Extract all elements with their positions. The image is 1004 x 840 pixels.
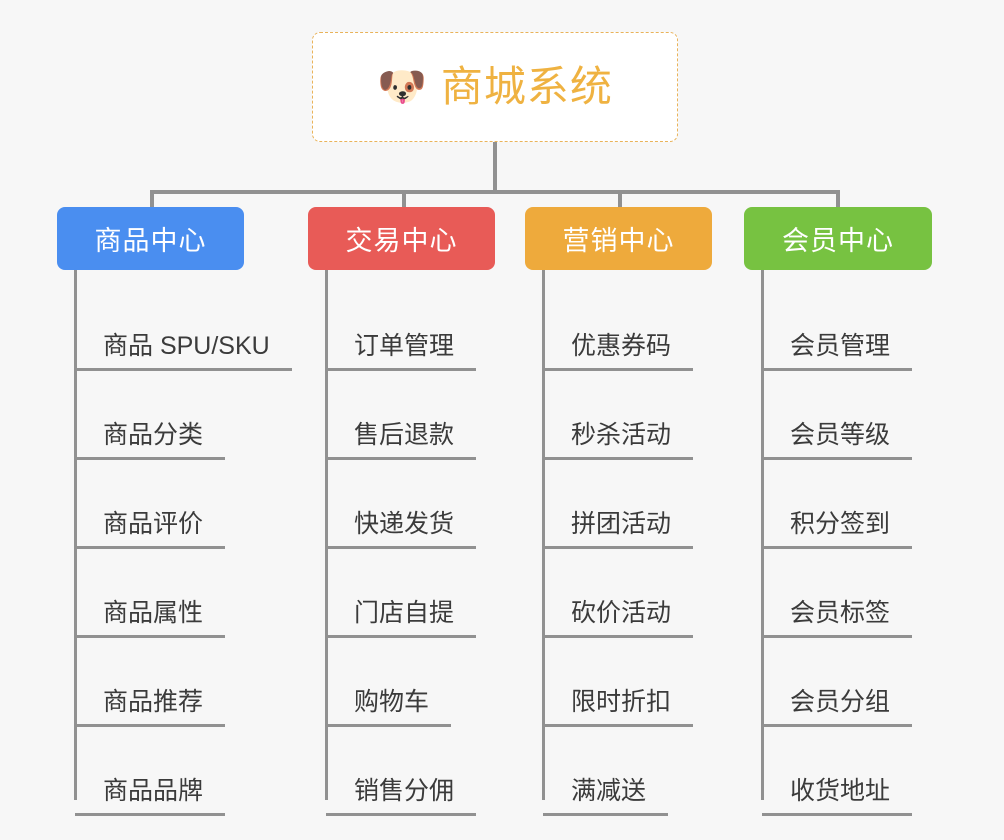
leaf-label: 限时折扣: [543, 688, 694, 727]
leaf-item[interactable]: 商品 SPU/SKU: [57, 282, 292, 371]
leaf-label: 购物车: [326, 688, 452, 727]
leaf-item[interactable]: 门店自提: [308, 549, 495, 638]
root-node[interactable]: 🐶 商城系统: [312, 32, 678, 142]
leaf-label: 秒杀活动: [543, 421, 694, 460]
leaf-item[interactable]: 销售分佣: [308, 727, 495, 816]
leaf-item[interactable]: 限时折扣: [525, 638, 712, 727]
category-column-3: 营销中心 优惠券码 秒杀活动 拼团活动 砍价活动 限时折扣 满减送: [525, 207, 712, 816]
leaf-item[interactable]: 商品推荐: [57, 638, 292, 727]
leaf-item[interactable]: 商品分类: [57, 371, 292, 460]
leaf-label: 商品品牌: [75, 777, 226, 816]
leaf-label: 商品分类: [75, 421, 226, 460]
leaf-list-1: 商品 SPU/SKU 商品分类 商品评价 商品属性 商品推荐 商品品牌: [57, 270, 292, 816]
leaf-label: 商品 SPU/SKU: [75, 332, 292, 371]
category-header-3[interactable]: 营销中心: [525, 207, 712, 270]
leaf-list-4: 会员管理 会员等级 积分签到 会员标签 会员分组 收货地址: [744, 270, 932, 816]
connector-horizontal-bar: [150, 190, 840, 194]
leaf-item[interactable]: 砍价活动: [525, 549, 712, 638]
category-column-4: 会员中心 会员管理 会员等级 积分签到 会员标签 会员分组 收货地址: [744, 207, 932, 816]
leaf-label: 砍价活动: [543, 599, 694, 638]
leaf-label: 门店自提: [326, 599, 477, 638]
leaf-label: 快递发货: [326, 510, 477, 549]
leaf-label: 销售分佣: [326, 777, 477, 816]
leaf-item[interactable]: 秒杀活动: [525, 371, 712, 460]
leaf-item[interactable]: 商品评价: [57, 460, 292, 549]
leaf-spine-3: [542, 270, 545, 800]
leaf-item[interactable]: 拼团活动: [525, 460, 712, 549]
leaf-spine-4: [761, 270, 764, 800]
category-header-1[interactable]: 商品中心: [57, 207, 244, 270]
category-header-4-label: 会员中心: [782, 226, 894, 256]
leaf-item[interactable]: 商品品牌: [57, 727, 292, 816]
leaf-list-2: 订单管理 售后退款 快递发货 门店自提 购物车 销售分佣: [308, 270, 495, 816]
leaf-label: 积分签到: [762, 510, 913, 549]
leaf-label: 满减送: [543, 777, 669, 816]
leaf-label: 订单管理: [326, 332, 477, 371]
connector-drop-4: [836, 190, 840, 209]
category-column-1: 商品中心 商品 SPU/SKU 商品分类 商品评价 商品属性 商品推荐 商品品牌: [57, 207, 292, 816]
leaf-item[interactable]: 收货地址: [744, 727, 932, 816]
category-column-2: 交易中心 订单管理 售后退款 快递发货 门店自提 购物车 销售分佣: [308, 207, 495, 816]
leaf-label: 会员管理: [762, 332, 913, 371]
leaf-label: 收货地址: [762, 777, 913, 816]
leaf-spine-2: [325, 270, 328, 800]
leaf-label: 商品评价: [75, 510, 226, 549]
leaf-item[interactable]: 快递发货: [308, 460, 495, 549]
leaf-spine-1: [74, 270, 77, 800]
root-title: 商城系统: [440, 63, 613, 110]
leaf-item[interactable]: 会员等级: [744, 371, 932, 460]
leaf-label: 优惠券码: [543, 332, 694, 371]
category-header-1-label: 商品中心: [94, 226, 207, 256]
leaf-label: 商品属性: [75, 599, 226, 638]
leaf-item[interactable]: 满减送: [525, 727, 712, 816]
leaf-item[interactable]: 积分签到: [744, 460, 932, 549]
leaf-label: 售后退款: [326, 421, 477, 460]
leaf-item[interactable]: 商品属性: [57, 549, 292, 638]
leaf-list-3: 优惠券码 秒杀活动 拼团活动 砍价活动 限时折扣 满减送: [525, 270, 712, 816]
leaf-label: 会员分组: [762, 688, 913, 727]
shiba-dog-face-icon: 🐶: [377, 65, 427, 109]
leaf-item[interactable]: 会员管理: [744, 282, 932, 371]
leaf-item[interactable]: 购物车: [308, 638, 495, 727]
leaf-item[interactable]: 会员分组: [744, 638, 932, 727]
connector-drop-1: [150, 190, 154, 209]
leaf-label: 会员标签: [762, 599, 913, 638]
leaf-item[interactable]: 会员标签: [744, 549, 932, 638]
connector-drop-3: [618, 190, 622, 209]
leaf-label: 拼团活动: [543, 510, 694, 549]
leaf-label: 会员等级: [762, 421, 913, 460]
connector-root-stem: [493, 142, 497, 192]
category-header-3-label: 营销中心: [562, 226, 675, 256]
connector-drop-2: [402, 190, 406, 209]
category-header-2-label: 交易中心: [345, 226, 458, 256]
leaf-item[interactable]: 订单管理: [308, 282, 495, 371]
leaf-item[interactable]: 售后退款: [308, 371, 495, 460]
category-header-2[interactable]: 交易中心: [308, 207, 495, 270]
leaf-item[interactable]: 优惠券码: [525, 282, 712, 371]
leaf-label: 商品推荐: [75, 688, 226, 727]
category-header-4[interactable]: 会员中心: [744, 207, 932, 270]
